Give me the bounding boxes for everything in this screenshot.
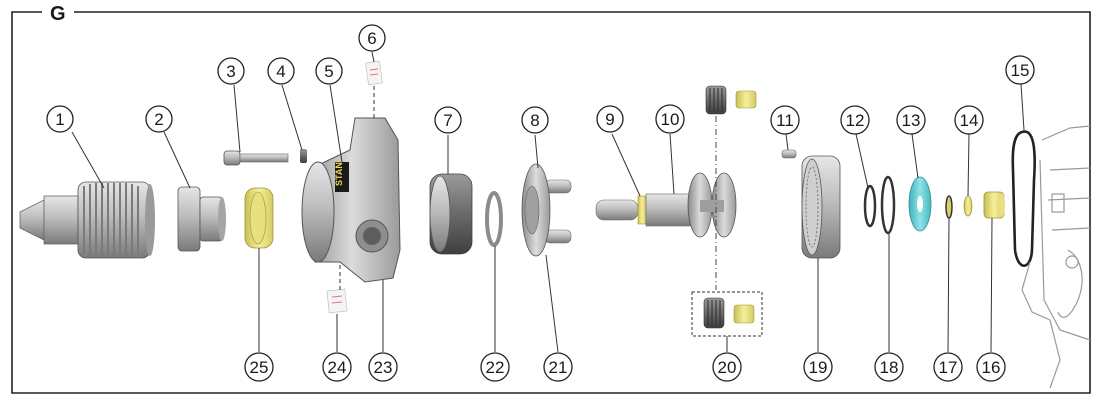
svg-text:18: 18: [880, 358, 899, 377]
part-17-seal: [945, 195, 953, 219]
svg-text:17: 17: [939, 358, 958, 377]
svg-text:13: 13: [902, 111, 921, 130]
callout-8: 8: [521, 106, 549, 134]
part-2-nut: [177, 186, 226, 252]
svg-text:8: 8: [530, 111, 539, 130]
part-10-shaft: [595, 172, 737, 238]
part-24-label-tag: [326, 288, 348, 314]
callout-6: 6: [358, 24, 386, 52]
svg-text:6: 6: [367, 29, 376, 48]
part-18-retaining-ring: [880, 175, 896, 235]
svg-text:24: 24: [328, 358, 347, 377]
callout-24: 24: [322, 352, 352, 382]
part-19-ring-gear: [801, 155, 841, 259]
callout-14: 14: [954, 105, 984, 135]
frame-border: [11, 11, 1091, 394]
svg-text:7: 7: [443, 111, 452, 130]
svg-text:23: 23: [374, 358, 393, 377]
leader-lines: [71, 51, 1025, 353]
callout-21: 21: [543, 352, 573, 382]
callout-10: 10: [655, 104, 685, 134]
callout-22: 22: [480, 352, 510, 382]
svg-text:25: 25: [250, 358, 269, 377]
part-1-drill-chuck: [19, 181, 155, 259]
callout-2: 2: [145, 105, 173, 133]
callout-18: 18: [874, 352, 904, 382]
part-6-label-tag: [365, 60, 383, 86]
part-22-washer: [485, 191, 503, 247]
part-15-gasket: [1011, 130, 1036, 268]
part-3-bolt: [223, 150, 289, 166]
svg-text:11: 11: [776, 111, 794, 130]
part-4-pin: [300, 149, 307, 163]
svg-text:3: 3: [226, 62, 235, 81]
callout-25: 25: [244, 352, 274, 382]
svg-text:5: 5: [324, 62, 333, 81]
part-7-bearing: [429, 173, 473, 255]
part-20-planet-gear-group: [691, 291, 763, 337]
callout-12: 12: [840, 105, 870, 135]
part-14-washer: [963, 195, 973, 217]
svg-text:21: 21: [549, 358, 568, 377]
svg-text:15: 15: [1011, 61, 1030, 80]
svg-text:20: 20: [718, 358, 737, 377]
callout-20: 20: [712, 352, 742, 382]
svg-text:1: 1: [55, 110, 64, 129]
svg-text:14: 14: [960, 111, 979, 130]
part-21-carrier-plate: [521, 163, 572, 257]
svg-text:12: 12: [846, 111, 865, 130]
callout-5: 5: [315, 57, 343, 85]
motor-housing-outline: [1021, 125, 1091, 389]
part-11-pin: [781, 149, 797, 159]
section-letter: G: [50, 3, 66, 25]
callout-19: 19: [803, 352, 833, 382]
svg-text:9: 9: [605, 110, 614, 129]
brand-mark: STAN: [334, 162, 344, 186]
callout-17: 17: [933, 352, 963, 382]
part-25-ring: [244, 187, 274, 249]
callout-1: 1: [46, 105, 74, 133]
callout-7: 7: [434, 106, 462, 134]
svg-text:2: 2: [154, 110, 163, 129]
callout-11: 11: [770, 105, 800, 135]
svg-text:4: 4: [276, 62, 285, 81]
callout-15: 15: [1005, 55, 1035, 85]
callout-16: 16: [976, 352, 1006, 382]
callout-4: 4: [267, 57, 295, 85]
svg-text:19: 19: [809, 358, 828, 377]
callout-3: 3: [217, 57, 245, 85]
part-23-housing: STAN: [301, 117, 401, 283]
part-16-bushing: [983, 191, 1005, 219]
svg-text:10: 10: [661, 110, 680, 129]
svg-text:22: 22: [486, 358, 505, 377]
callout-13: 13: [896, 105, 926, 135]
callout-23: 23: [368, 352, 398, 382]
part-20-planet-gear-top: [705, 85, 757, 115]
part-13-cyan-washer: [908, 176, 932, 232]
part-12-snap-ring: [863, 184, 877, 228]
svg-text:16: 16: [982, 358, 1001, 377]
callout-9: 9: [596, 105, 624, 133]
